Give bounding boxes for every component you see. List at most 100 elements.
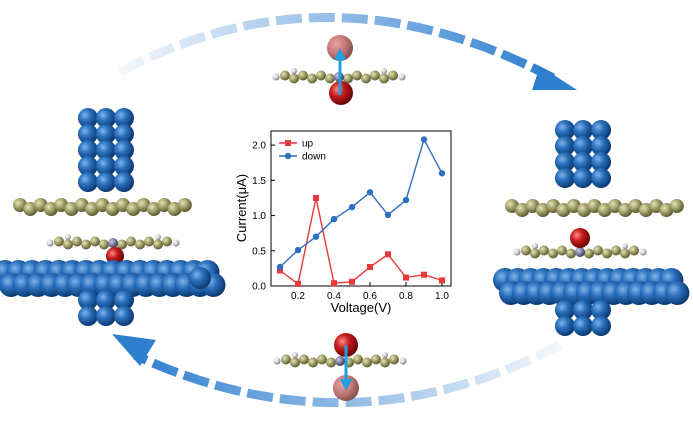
y-axis-label: Current(μA) [234,174,249,242]
molecule-carbon-atom [144,236,154,247]
molecule-carbon-atom [611,245,621,256]
y-tick-label: 1.5 [252,176,266,187]
electrode-atom [591,120,611,140]
molecule-carbon-atom [126,236,136,247]
electrode-atom [78,290,98,310]
molecule-carbon-atom [316,70,326,81]
molecule-carbon-atom [343,73,353,84]
hydrogen-atom [172,239,180,247]
electrode-atom [591,300,611,320]
molecule-carbon-atom [298,70,308,81]
electrode-atom [591,152,611,172]
molecule-carbon-atom [389,354,399,365]
electrode-atom [78,140,98,160]
electrode-atom [96,290,116,310]
molecule-carbon-atom [539,245,549,256]
data-point-up [295,280,301,287]
molecule-carbon-atom [153,239,163,250]
electrode-atom [78,306,98,326]
arrowhead-up-icon [334,48,346,60]
metal-center-atom [335,356,345,366]
data-point-up [385,251,391,258]
molecule-carbon-atom [593,245,603,256]
data-point-down [384,211,392,219]
legend-marker-up [285,140,291,146]
electrode-atom [573,120,593,140]
electrode-atom [573,136,593,156]
electrode-atom [96,172,116,192]
legend-label-up: up [302,139,314,150]
data-point-up [349,278,355,285]
y-tick-label: 0.5 [252,246,266,257]
molecule-carbon-atom [326,357,336,368]
chart-legend: up down [279,139,326,163]
x-axis-label: Voltage(V) [331,300,392,315]
electrode-atom [96,306,116,326]
electrode-atom [96,140,116,160]
hydrogen-atom [381,68,387,74]
hydrogen-atom [65,234,71,240]
hydrogen-atom [398,73,406,81]
data-point-up [331,280,337,287]
electrode-atom [555,152,575,172]
data-point-up [277,267,283,274]
data-point-down [402,196,410,204]
molecule-carbon-atom [81,239,91,250]
electrode-atom [555,168,575,188]
electrode-atom [555,300,575,320]
oxygen-atom [570,228,590,248]
x-tick-label: 0.2 [291,291,305,302]
junction-state-left [0,108,226,326]
electrode-atom [114,172,134,192]
series-line-down [279,137,443,268]
data-point-down [366,189,374,196]
molecule-carbon-atom [548,248,558,259]
molecule-carbon-atom [380,357,390,368]
electrode-atom [189,267,211,289]
data-point-down [420,136,428,143]
hydrogen-atom [273,357,281,365]
molecule-carbon-atom [602,248,612,259]
molecule-carbon-atom [317,354,327,365]
molecule-carbon-atom [353,354,363,365]
molecule-carbon-atom [370,70,380,81]
y-tick-label: 1.0 [252,211,266,222]
molecule-carbon-atom [620,248,630,259]
electrode-atom [78,108,98,128]
hydrogen-atom [513,248,521,256]
data-point-up [421,271,427,278]
x-tick-label: 0.8 [399,291,413,302]
cycle-arrow-top [117,13,577,90]
molecule-carbon-atom [379,73,389,84]
electrode-atom [114,306,134,326]
electrode-atom [573,300,593,320]
hydrogen-atom [532,243,538,249]
molecule-carbon-atom [72,236,82,247]
data-point-up [439,277,445,284]
electrode-atom [114,140,134,160]
electrode-atom [78,124,98,144]
electrode-atom [78,172,98,192]
electrode-atom [591,316,611,336]
electrode-atom [573,152,593,172]
hydrogen-atom [622,243,628,249]
legend-label-down: down [302,152,326,163]
molecule-carbon-atom [325,73,335,84]
x-tick-label: 0.6 [363,291,377,302]
electrode-atom [665,281,690,305]
hydrogen-atom [46,239,54,247]
molecule-carbon-atom [135,239,145,250]
molecule-carbon-atom [584,248,594,259]
electrode-atom [555,120,575,140]
molecule-carbon-atom [566,248,576,259]
electrode-atom [96,108,116,128]
molecule-carbon-atom [307,73,317,84]
electrode-atom [114,124,134,144]
data-point-up [403,274,409,281]
molecule-carbon-atom [521,245,531,256]
hydrogen-atom [155,234,161,240]
electrode-atom [114,108,134,128]
data-point-up [313,194,319,201]
